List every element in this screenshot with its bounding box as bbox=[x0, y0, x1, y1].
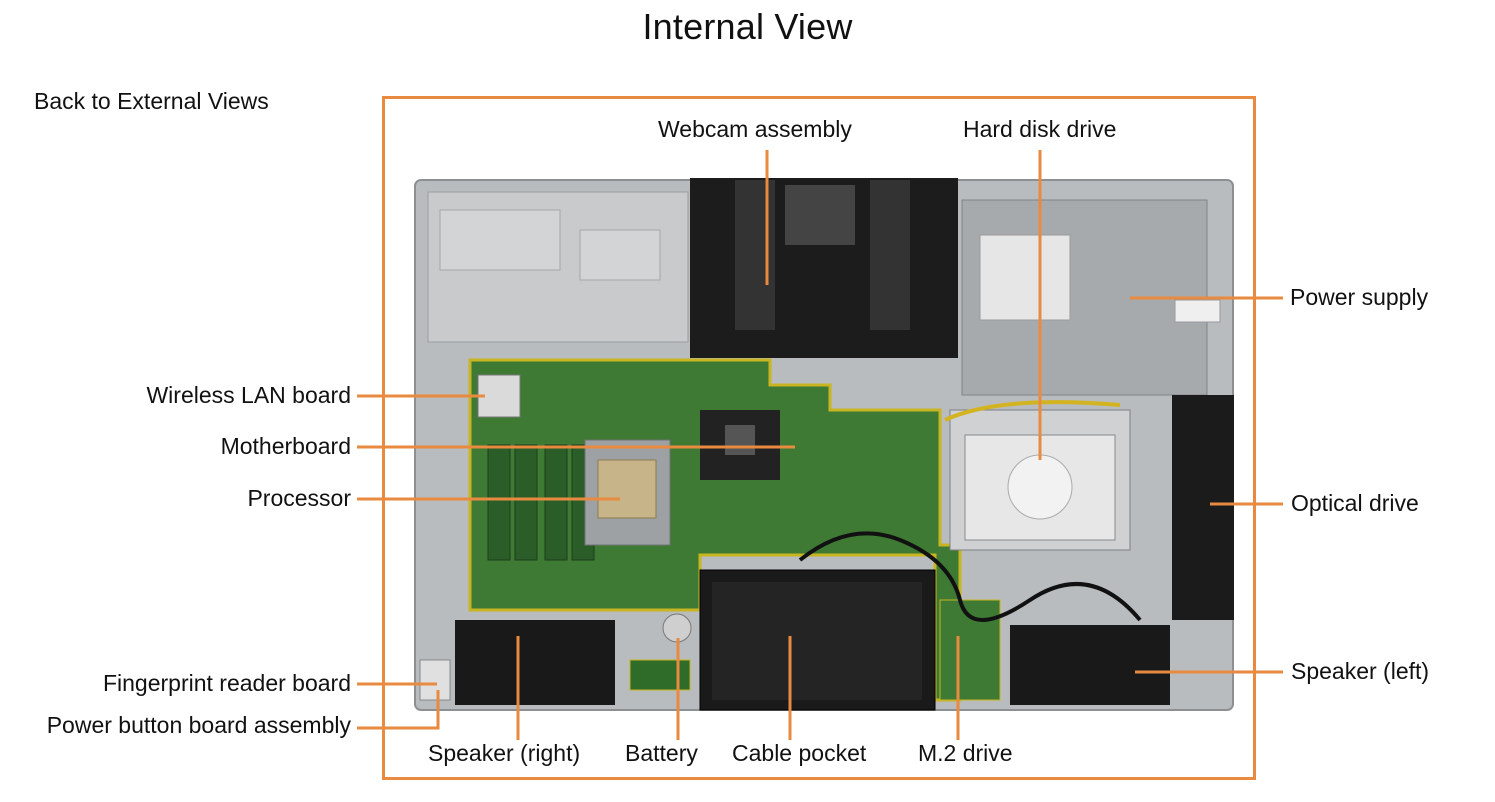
label-speaker-left: Speaker (left) bbox=[1291, 658, 1430, 684]
label-cable-pocket: Cable pocket bbox=[732, 740, 867, 766]
page-title: Internal View bbox=[642, 6, 853, 47]
label-power-supply: Power supply bbox=[1290, 284, 1429, 310]
label-fingerprint-reader-board: Fingerprint reader board bbox=[102, 670, 351, 696]
label-wireless-lan-board: Wireless LAN board bbox=[146, 382, 351, 408]
back-to-external-views-link[interactable]: Back to External Views bbox=[34, 88, 269, 114]
label-m2-drive: M.2 drive bbox=[918, 740, 1013, 766]
label-hard-disk-drive: Hard disk drive bbox=[963, 116, 1117, 142]
label-power-button-board-assembly: Power button board assembly bbox=[46, 712, 351, 738]
speaker-left-body bbox=[1010, 625, 1170, 705]
optical-drive-body bbox=[1172, 395, 1234, 620]
speaker-right-body bbox=[455, 620, 615, 705]
label-processor: Processor bbox=[247, 485, 351, 511]
image-frame bbox=[382, 96, 1256, 780]
wlan-card bbox=[477, 374, 521, 418]
label-webcam-assembly: Webcam assembly bbox=[658, 116, 852, 142]
label-optical-drive: Optical drive bbox=[1291, 490, 1419, 516]
label-battery: Battery bbox=[625, 740, 698, 766]
label-motherboard: Motherboard bbox=[220, 433, 351, 459]
label-speaker-right: Speaker (right) bbox=[428, 740, 581, 766]
